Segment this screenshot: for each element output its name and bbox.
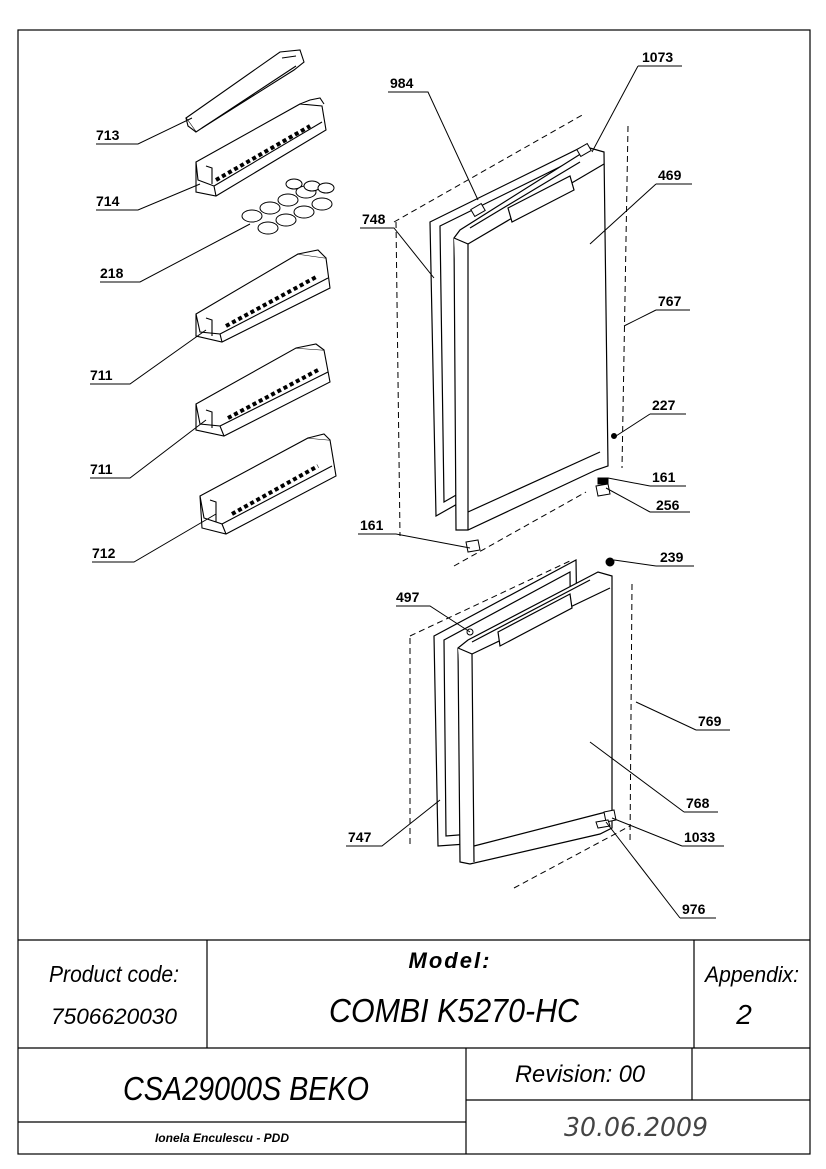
callout-711-upper: 711 — [90, 367, 113, 383]
lower-door-guides — [409, 559, 633, 889]
callout-469: 469 — [658, 167, 682, 183]
callout-497: 497 — [396, 589, 420, 605]
callout-labels: 713 714 218 711 711 712 984 1073 469 748… — [90, 49, 722, 917]
callout-714: 714 — [96, 193, 120, 209]
callout-976: 976 — [682, 901, 706, 917]
leader-lines — [90, 65, 730, 919]
callout-767: 767 — [658, 293, 682, 309]
callout-161-lower: 161 — [360, 517, 384, 533]
appendix-label: Appendix: — [703, 962, 799, 987]
part-713-cover — [185, 49, 305, 133]
callout-769: 769 — [698, 713, 722, 729]
upper-door-guides — [393, 113, 629, 567]
title-block-text: Product code: 7506620030 Model: COMBI K5… — [49, 948, 799, 1145]
appendix-value: 2 — [735, 999, 752, 1030]
title-block — [18, 939, 810, 1154]
product-name: CSA29000S BEKO — [123, 1070, 369, 1107]
callout-747: 747 — [348, 829, 372, 845]
part-469-upper-door — [453, 147, 609, 531]
model-label: Model: — [409, 948, 492, 973]
sheet-border — [17, 29, 811, 1155]
model-value: COMBI K5270-HC — [329, 992, 580, 1029]
callout-161-upper: 161 — [652, 469, 676, 485]
callout-984: 984 — [390, 75, 414, 91]
part-711-balcony-lower — [195, 343, 331, 437]
callout-239: 239 — [660, 549, 684, 565]
callout-256: 256 — [656, 497, 680, 513]
callout-711-lower: 711 — [90, 461, 113, 477]
author: Ionela Enculescu - PDD — [155, 1131, 289, 1145]
lower-door-hardware — [466, 557, 617, 829]
revision: Revision: 00 — [515, 1061, 646, 1088]
product-code-label: Product code: — [49, 961, 179, 987]
part-711-balcony-upper — [195, 249, 331, 343]
callout-768: 768 — [686, 795, 710, 811]
part-712-bottle-shelf — [199, 433, 337, 535]
callout-712: 712 — [92, 545, 116, 561]
callout-227: 227 — [652, 397, 676, 413]
callout-713: 713 — [96, 127, 120, 143]
product-code-value: 7506620030 — [51, 1004, 178, 1029]
part-714-tray — [195, 97, 327, 197]
callout-1073: 1073 — [642, 49, 673, 65]
part-768-lower-door — [457, 571, 613, 865]
part-218-egg-tray — [241, 178, 335, 235]
callout-218: 218 — [100, 265, 124, 281]
upper-door-hardware — [465, 142, 617, 553]
callout-748: 748 — [362, 211, 386, 227]
callout-1033: 1033 — [684, 829, 715, 845]
date: 30.06.2009 — [564, 1113, 708, 1143]
